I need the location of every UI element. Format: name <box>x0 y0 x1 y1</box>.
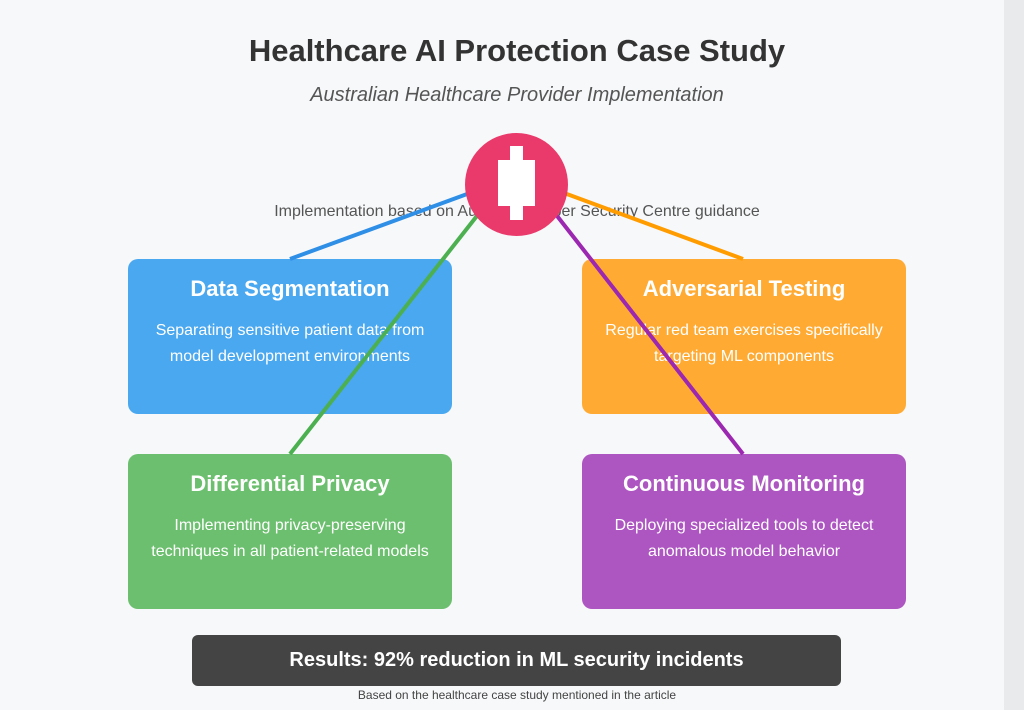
card-description: Implementing privacy-preserving techniqu… <box>151 517 429 560</box>
card-description: Deploying specialized tools to detect an… <box>614 517 874 560</box>
footer-note: Based on the healthcare case study menti… <box>357 688 677 702</box>
card-title: Adversarial Testing <box>642 276 846 301</box>
card-description: Regular red team exercises specifically … <box>605 322 883 365</box>
card-adversarial-testing: Adversarial Testing Regular red team exe… <box>582 259 906 414</box>
page-subtitle: Australian Healthcare Provider Implement… <box>310 84 724 106</box>
page-title: Healthcare AI Protection Case Study <box>248 33 786 68</box>
card-description: Separating sensitive patient data from m… <box>155 322 425 365</box>
card-title: Data Segmentation <box>190 276 390 301</box>
card-data-segmentation: Data Segmentation Separating sensitive p… <box>128 259 452 414</box>
connector-continuous-monitoring <box>552 210 745 456</box>
card-title: Continuous Monitoring <box>623 471 865 496</box>
connector-data-segmentation <box>289 188 479 261</box>
connector-differential-privacy <box>288 210 482 456</box>
connector-adversarial-testing <box>555 188 744 261</box>
card-differential-privacy: Differential Privacy Implementing privac… <box>128 454 452 609</box>
card-title: Differential Privacy <box>190 471 390 496</box>
card-continuous-monitoring: Continuous Monitoring Deploying speciali… <box>582 454 906 609</box>
hub-circle <box>465 133 568 236</box>
results-banner: Results: 92% reduction in ML security in… <box>192 635 841 686</box>
medical-cross-icon <box>498 146 535 220</box>
